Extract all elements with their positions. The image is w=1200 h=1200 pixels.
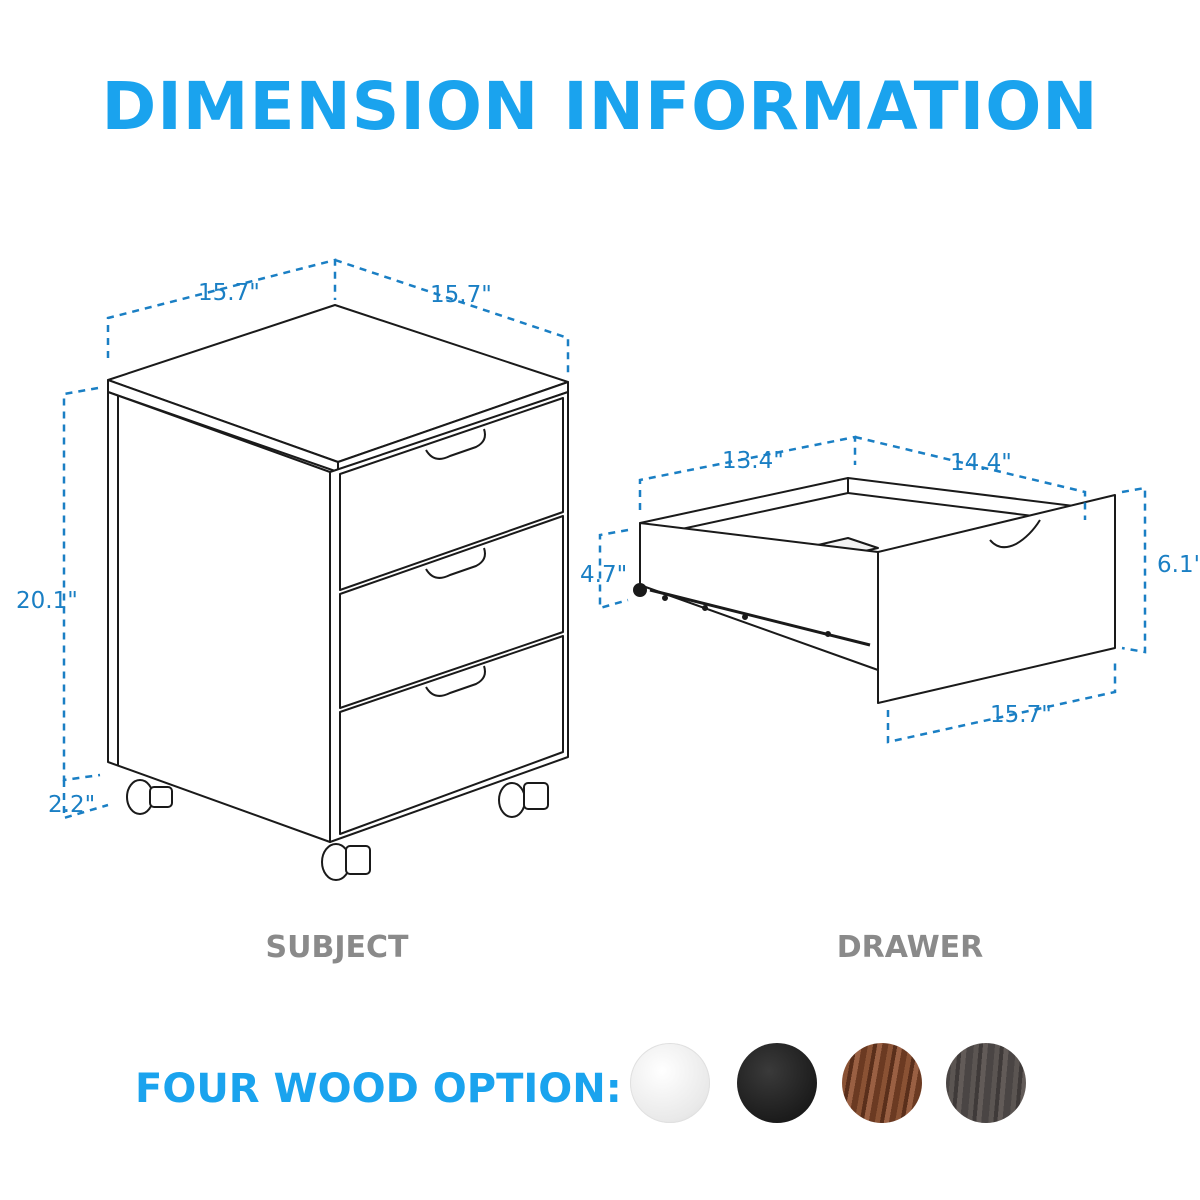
drawer-front-1 xyxy=(339,397,564,591)
drawer-handle xyxy=(989,519,1041,549)
caster-wheels xyxy=(126,779,549,881)
cabinet-illustration xyxy=(107,304,569,881)
swatch-grey[interactable] xyxy=(946,1043,1026,1123)
cabinet-depth-label: 15.7" xyxy=(198,280,260,306)
drawer-front-2 xyxy=(339,515,564,709)
swatch-walnut[interactable] xyxy=(842,1043,922,1123)
drawer-inner-depth-label: 14.4" xyxy=(950,450,1012,476)
swatch-white[interactable] xyxy=(630,1043,710,1123)
swatch-black[interactable] xyxy=(737,1043,817,1123)
subject-caption: SUBJECT xyxy=(265,930,409,965)
cabinet-height-label: 20.1" xyxy=(16,588,78,614)
drawer-front-height-label: 6.1" xyxy=(1157,552,1200,578)
drawer-dimension-lines xyxy=(598,435,1147,744)
drawer-inner-width-label: 13.4" xyxy=(722,448,784,474)
cabinet-width-label: 15.7" xyxy=(430,282,492,308)
page-title: DIMENSION INFORMATION xyxy=(101,68,1099,145)
handle-2 xyxy=(425,547,486,579)
drawer-illustration xyxy=(633,477,1116,704)
wood-options-label: FOUR WOOD OPTION: xyxy=(135,1066,622,1112)
handle-1 xyxy=(425,428,486,460)
drawer-front-3 xyxy=(339,635,564,835)
cabinet-dimension-lines xyxy=(62,258,570,820)
cabinet-side-panel xyxy=(107,391,331,843)
handle-3 xyxy=(425,665,486,697)
drawer-caption: DRAWER xyxy=(836,930,984,965)
cabinet-wheel-height-label: 2.2" xyxy=(48,792,95,818)
drawer-front-width-label: 15.7" xyxy=(990,702,1052,728)
drawer-front-panel xyxy=(877,494,1116,704)
drawer-inner-height-label: 4.7" xyxy=(580,562,627,588)
